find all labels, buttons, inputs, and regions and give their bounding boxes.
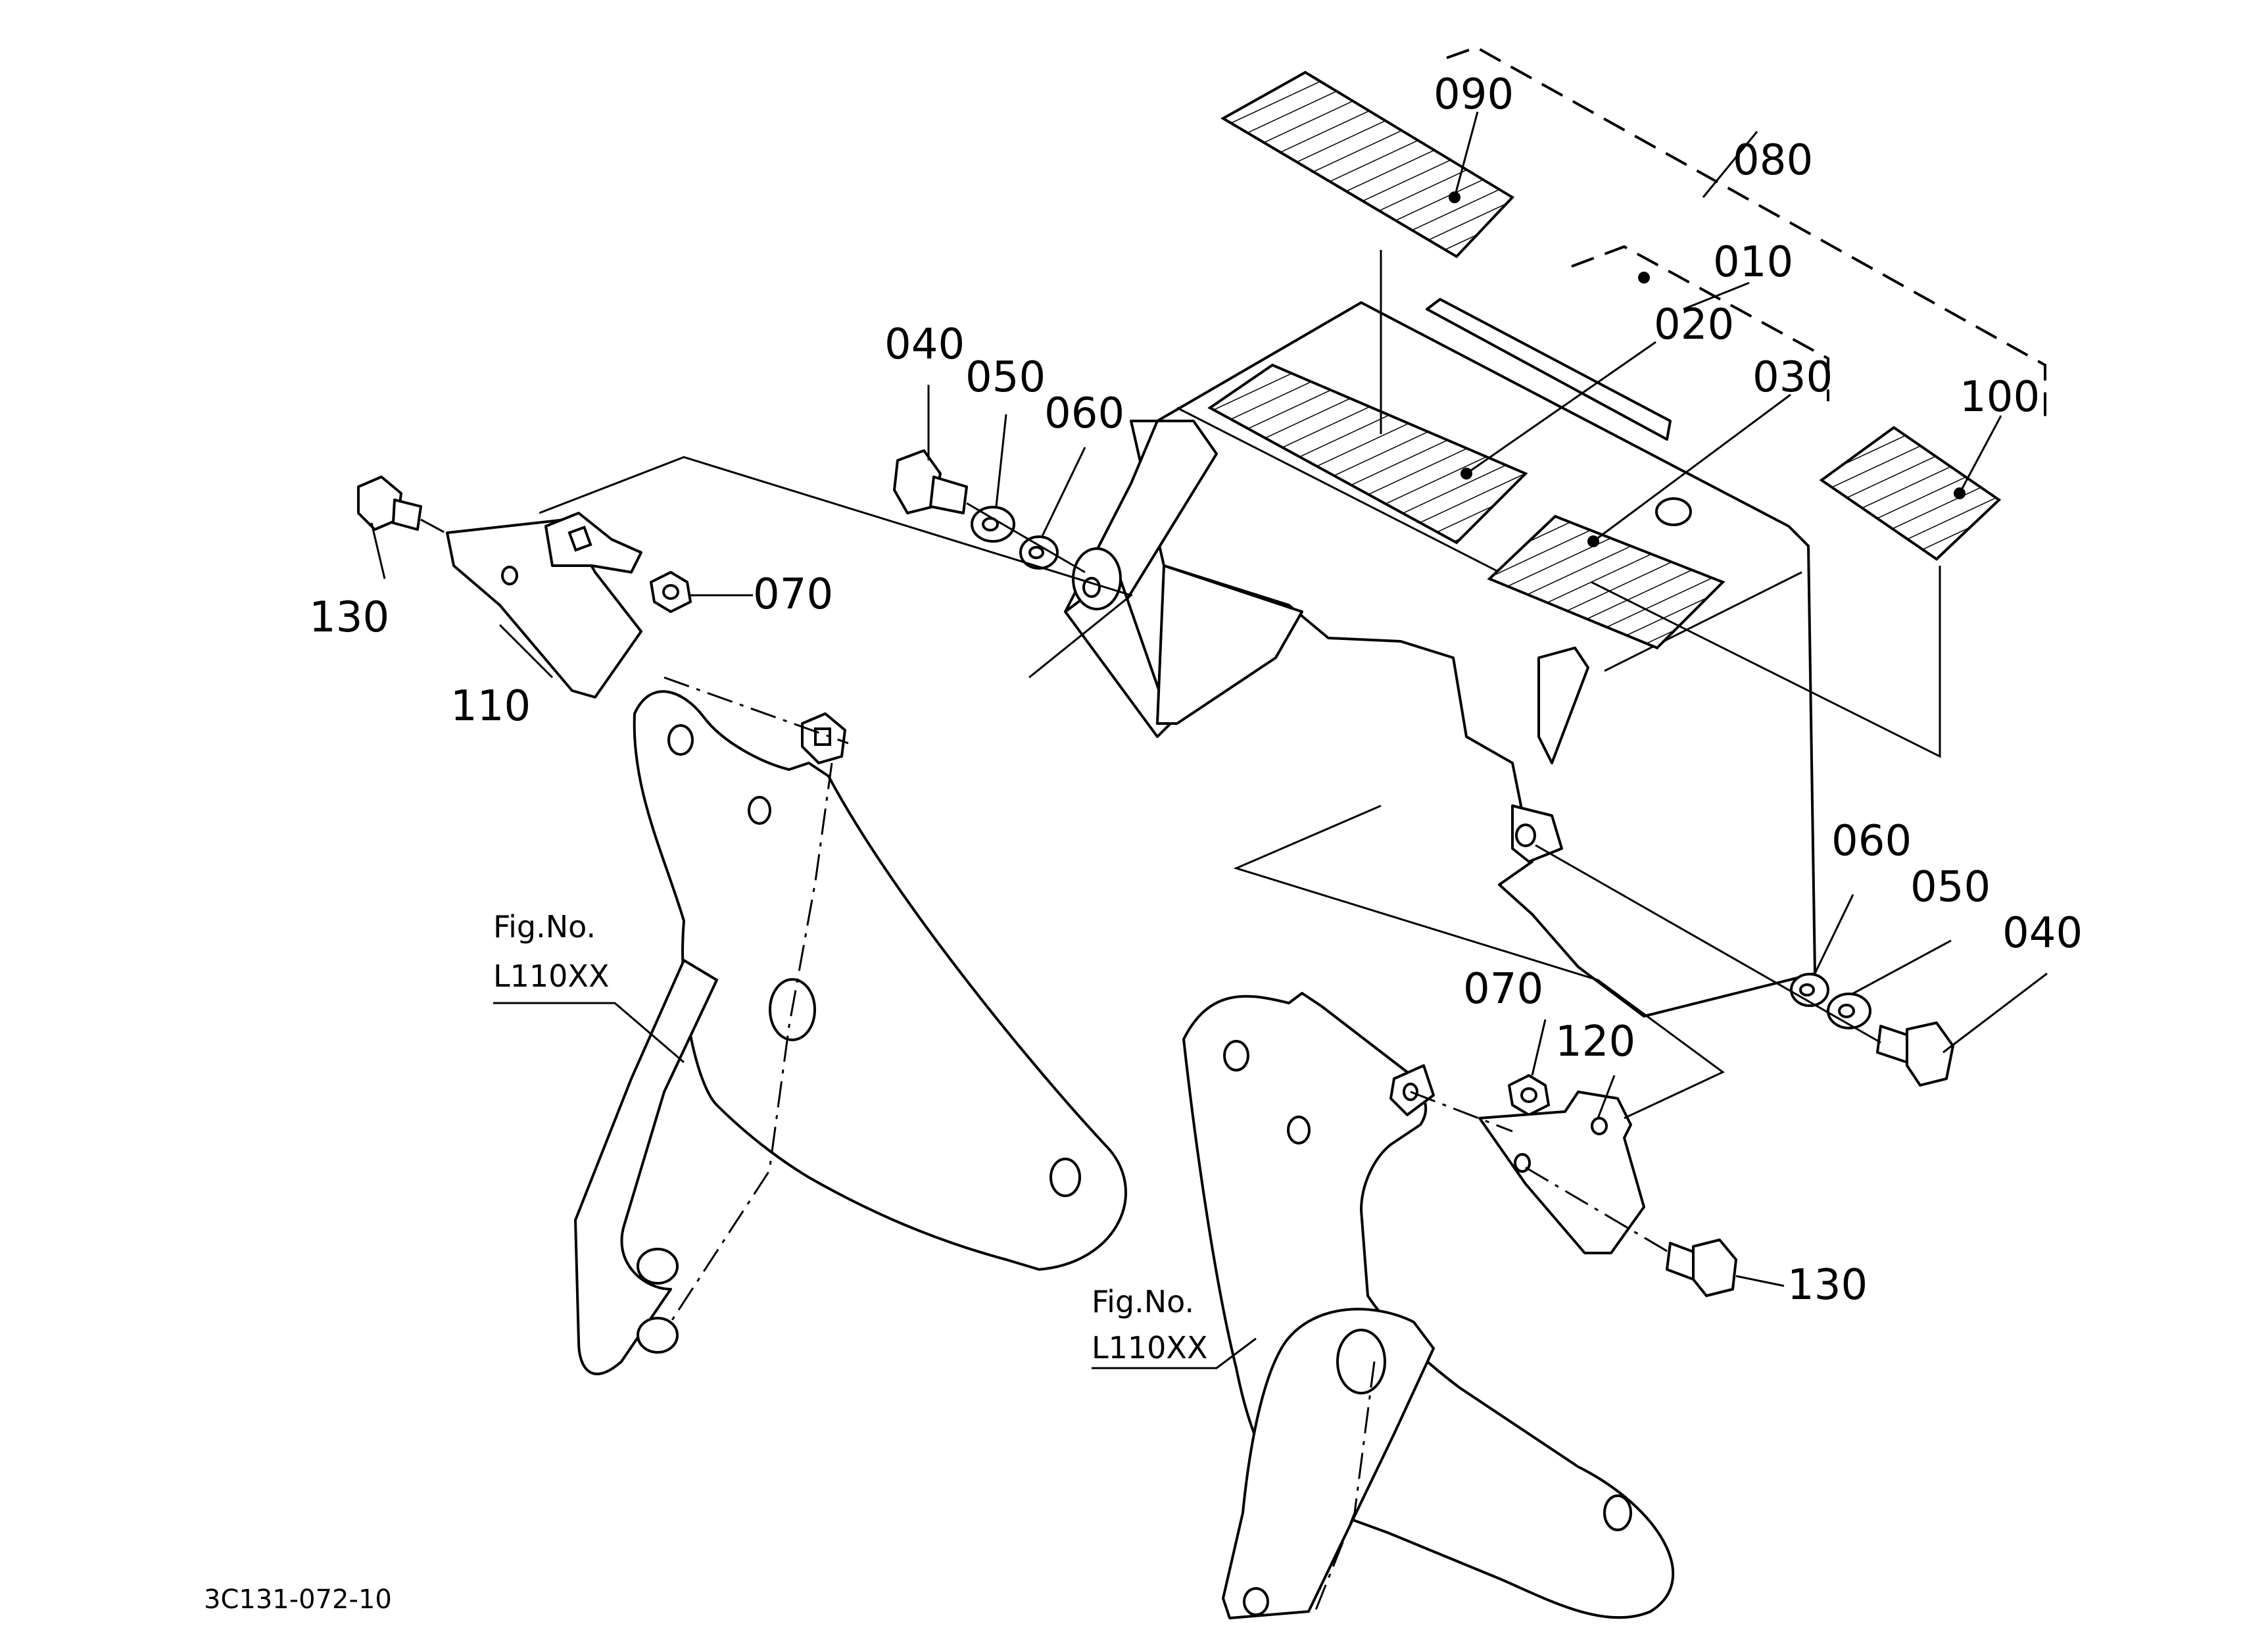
bolt-part-040-top — [893, 449, 968, 514]
axis-130-right — [1525, 1166, 1671, 1254]
fig-ref-right-line1: Fig.No. — [1092, 1284, 1194, 1319]
callout-010: 010 — [1713, 238, 1793, 287]
decal-020 — [1207, 363, 1528, 545]
callout-130-right: 130 — [1787, 1261, 1868, 1310]
exploded-view-outline-right — [1233, 804, 1725, 1119]
callout-050-right: 050 — [1910, 863, 1991, 912]
exploded-view-outline-left — [539, 456, 1134, 679]
callout-110: 110 — [450, 682, 531, 731]
mount-frame-left — [574, 690, 1127, 1375]
fig-ref-left-line1: Fig.No. — [493, 909, 596, 945]
decal-100 — [1819, 426, 2002, 561]
fig-ref-left-line2: L110XX — [493, 958, 609, 994]
washer-part-060-top — [1019, 535, 1059, 570]
drawing-number: 3C131-072-10 — [204, 1585, 392, 1615]
callout-020: 020 — [1654, 301, 1734, 349]
assembly-bracket-010 — [1571, 245, 1829, 401]
figure-reference-right: Fig.No. L110XX — [1092, 1284, 1207, 1365]
leader-lines — [370, 111, 2048, 1369]
mount-frame-right — [1182, 992, 1675, 1619]
decal-leaders — [1380, 250, 1941, 758]
callout-050-top: 050 — [965, 353, 1046, 402]
callout-070-right: 070 — [1463, 965, 1543, 1014]
plate-part-120 — [1478, 1091, 1645, 1254]
bolt-part-040-right — [1876, 1021, 1954, 1087]
bolt-part-130-right — [1666, 1239, 1737, 1297]
callout-040-top: 040 — [884, 320, 965, 369]
leader-dots — [1449, 191, 1966, 547]
callout-030: 030 — [1752, 353, 1833, 402]
washer-part-050-top — [971, 506, 1015, 543]
callout-040-right: 040 — [2002, 909, 2083, 958]
callout-060-right: 060 — [1831, 817, 1912, 866]
hardware-axis-top — [966, 502, 1086, 574]
nut-part-070-left — [650, 571, 692, 613]
assembly-bracket-080 — [1446, 45, 2046, 421]
callout-090: 090 — [1434, 70, 1514, 119]
callout-060-top: 060 — [1044, 389, 1124, 438]
cover-part-010 — [1064, 298, 1816, 1018]
washer-part-050-right — [1827, 993, 1871, 1029]
callout-070-left: 070 — [753, 570, 833, 619]
nut-part-070-right — [1508, 1074, 1550, 1116]
decal-090 — [1220, 70, 1515, 258]
figure-reference-left: Fig.No. L110XX — [493, 909, 609, 994]
fig-ref-right-line2: L110XX — [1092, 1330, 1207, 1365]
decal-030 — [1487, 514, 1725, 650]
hardware-axis-right — [1535, 844, 1881, 1044]
callout-labels: 090 080 010 020 030 100 040 050 060 070 … — [309, 70, 2083, 1310]
callout-080: 080 — [1733, 136, 1813, 185]
bolt-part-130-left — [357, 476, 422, 531]
callout-120: 120 — [1555, 1018, 1635, 1066]
frame-chain-lines-left — [664, 676, 849, 1323]
callout-130-left: 130 — [309, 593, 389, 642]
callout-100: 100 — [1960, 373, 2040, 422]
tab-part-left — [544, 512, 642, 574]
frame-chain-lines-right — [1314, 1091, 1513, 1612]
